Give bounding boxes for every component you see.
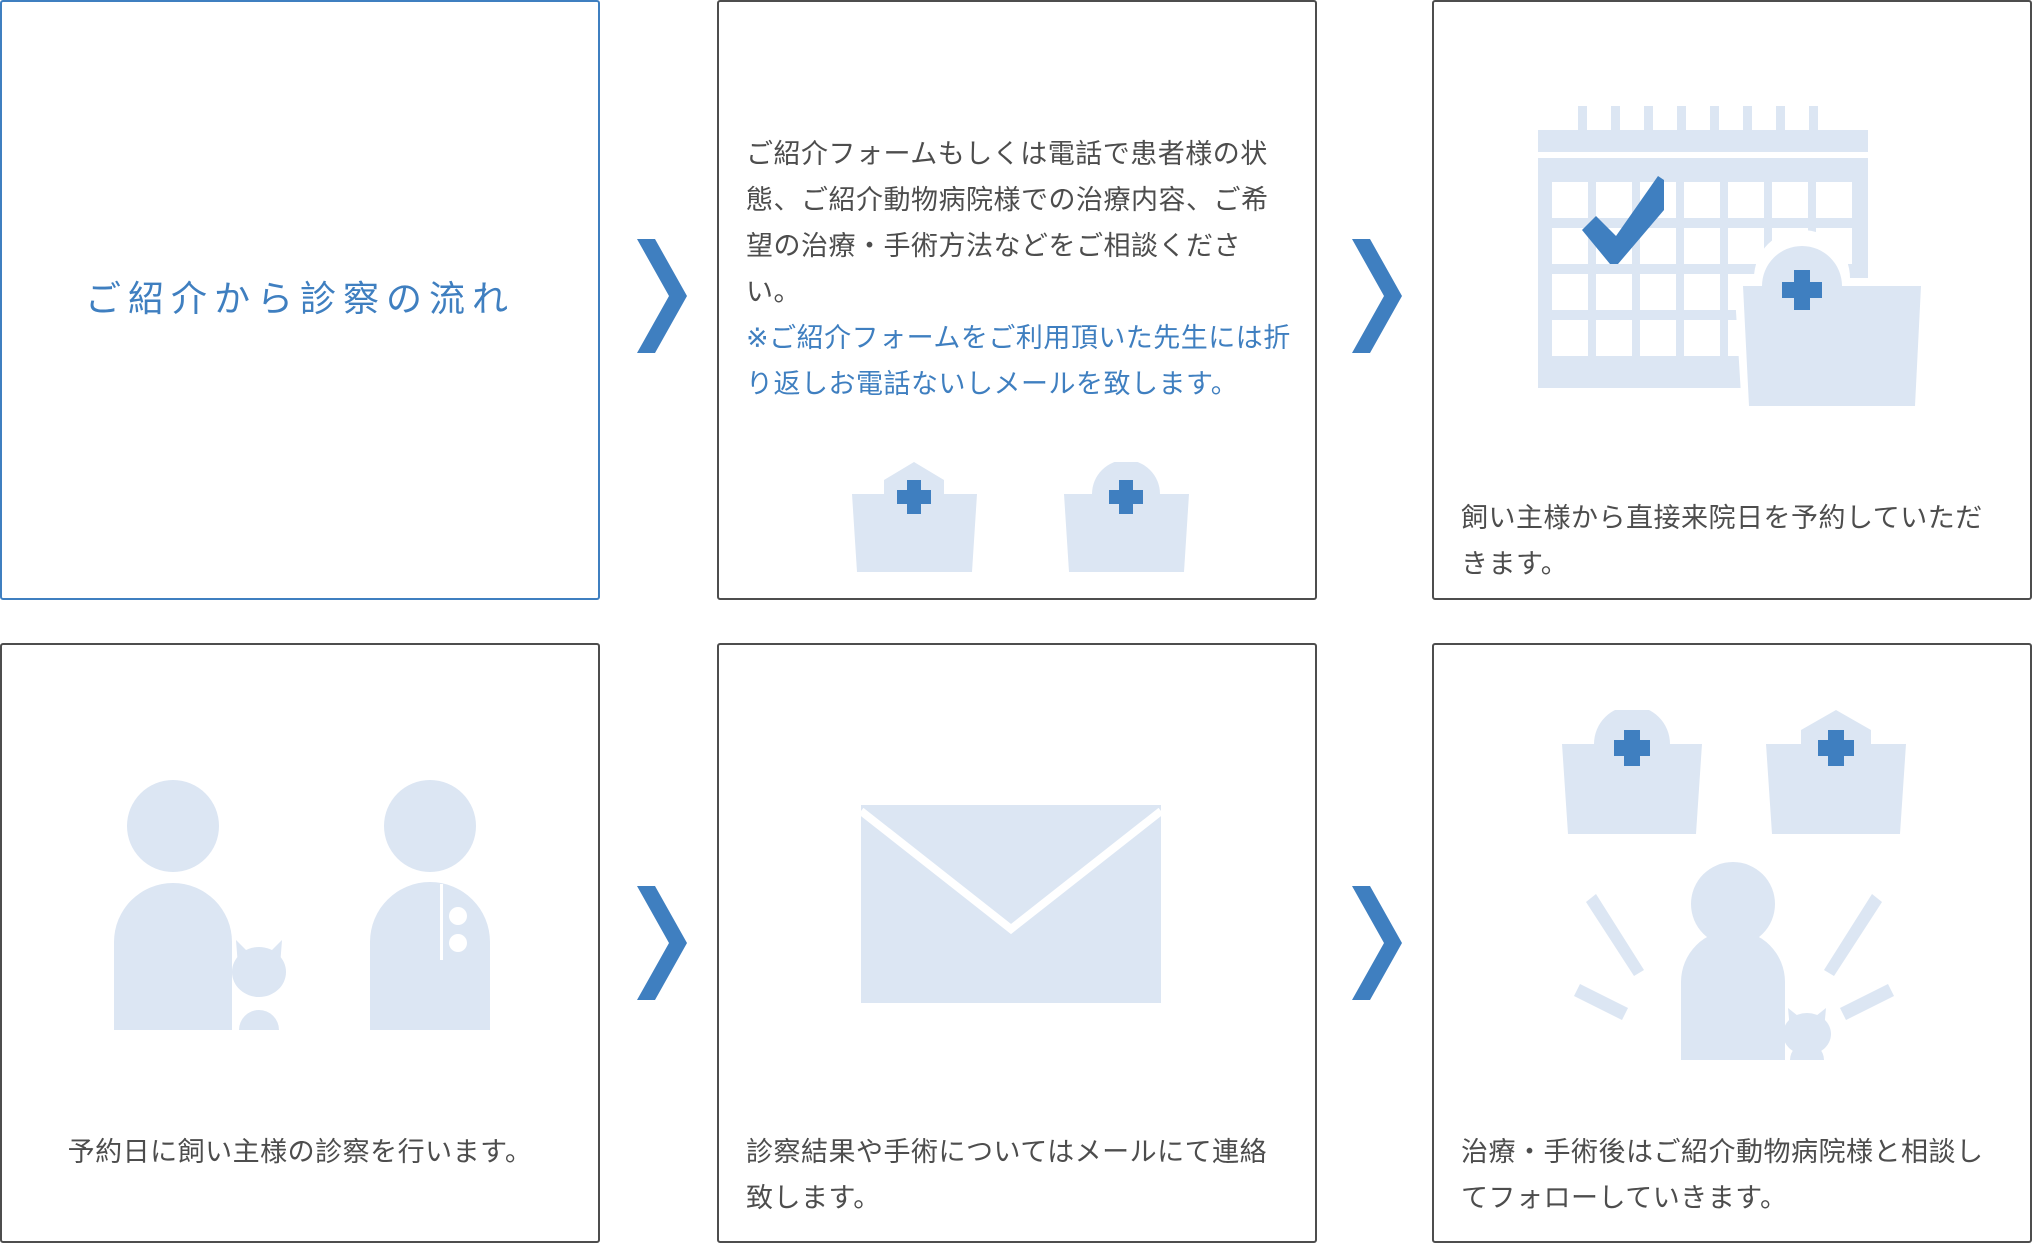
step-consultation-note: ※ご紹介フォームをご利用頂いた先生には折り返しお電話ないしメールを致します。 — [746, 323, 1291, 400]
owner-with-cat-icon — [114, 780, 286, 1030]
flow-title: ご紹介から診察の流れ — [84, 279, 515, 320]
nurse-cap-icon — [1766, 710, 1906, 834]
chevron-right-icon — [637, 886, 687, 1000]
step-reservation-text: 飼い主様から直接来院日を予約していただきます。 — [1461, 503, 1983, 580]
happy-owner-icon — [1574, 862, 1894, 1060]
step-followup: 治療・手術後はご紹介動物病院様と相談してフォローしていきます。 — [1432, 643, 2032, 1243]
step-consultation-text: ご紹介フォームもしくは電話で患者様の状態、ご紹介動物病院様での治療内容、ご希望の… — [746, 139, 1269, 308]
chevron-right-icon — [1352, 239, 1402, 353]
step-consultation: ご紹介フォームもしくは電話で患者様の状態、ご紹介動物病院様での治療内容、ご希望の… — [717, 0, 1317, 600]
nurse-cap-icon — [1064, 462, 1189, 572]
step-examination-text: 予約日に飼い主様の診察を行います。 — [67, 1137, 533, 1168]
doctor-icon — [370, 780, 490, 1030]
chevron-right-icon — [637, 239, 687, 353]
nurse-cap-icon — [852, 462, 977, 572]
nurse-cap-icon — [1562, 710, 1702, 834]
calendar-check-icon — [1538, 106, 1923, 406]
step-reservation: 飼い主様から直接来院日を予約していただきます。 — [1432, 0, 2032, 600]
envelope-icon — [861, 805, 1161, 1003]
chevron-right-icon — [1352, 886, 1402, 1000]
step-followup-text: 治療・手術後はご紹介動物病院様と相談してフォローしていきます。 — [1461, 1137, 1984, 1214]
step-report: 診察結果や手術についてはメールにて連絡致します。 — [717, 643, 1317, 1243]
flow-title-box: ご紹介から診察の流れ — [0, 0, 600, 600]
step-report-text: 診察結果や手術についてはメールにて連絡致します。 — [746, 1137, 1268, 1214]
step-examination: 予約日に飼い主様の診察を行います。 — [0, 643, 600, 1243]
